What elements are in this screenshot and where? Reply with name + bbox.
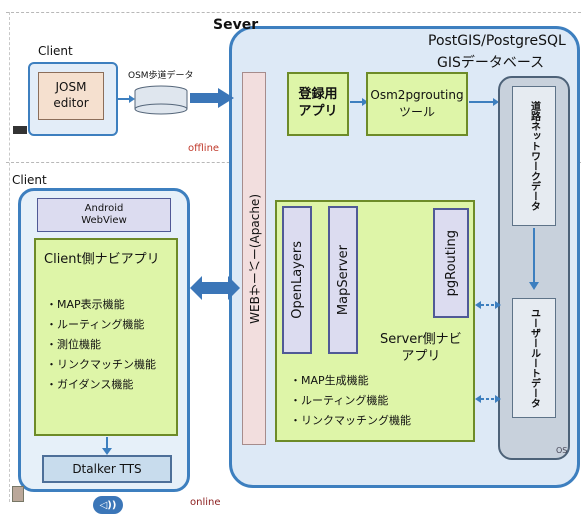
server-label: Sever xyxy=(213,17,259,33)
osm2pgrouting-label: Osm2pgrouting ツール xyxy=(370,88,464,119)
offline-label: offline xyxy=(188,143,220,154)
register-app-label: 登録用 アプリ xyxy=(298,87,338,119)
openlayers-box: OpenLayers xyxy=(282,206,312,354)
online-label: online xyxy=(190,497,221,508)
arrow-osm2-to-db xyxy=(469,98,499,106)
web-server-bar: WEBサーバー(Apache) xyxy=(242,72,266,445)
arrow-client-server xyxy=(190,276,240,300)
divider-left xyxy=(9,12,10,502)
arrow-pgrouting-db xyxy=(475,301,501,309)
terminal-icon-bottom xyxy=(12,486,24,502)
road-network-box: 道路ネットワークデータ xyxy=(512,86,556,226)
josm-editor-label: JOSM editor xyxy=(53,80,89,110)
server-nav-item: ・ルーティング機能 xyxy=(290,394,389,407)
openlayers-label: OpenLayers xyxy=(289,241,305,319)
client-nav-item: ・リンクマッチン機能 xyxy=(46,358,156,371)
client-nav-item: ・測位機能 xyxy=(46,338,101,351)
dtalker-tts-box: Dtalker TTS xyxy=(42,455,172,483)
server-nav-title: Server側ナビ アプリ xyxy=(380,332,462,364)
speaker-glyph: ◁)) xyxy=(99,499,117,511)
mapserver-box: MapServer xyxy=(328,206,358,354)
android-webview-label: Android WebView xyxy=(81,203,127,226)
client-label-top: Client xyxy=(38,44,73,58)
arrow-josm-to-osm xyxy=(117,95,135,103)
user-route-box: ユーザールートデータ xyxy=(512,298,556,418)
arrow-osm-to-server xyxy=(190,88,234,108)
android-webview-box: Android WebView xyxy=(37,198,171,232)
client-nav-item: ・MAP表示機能 xyxy=(46,298,125,311)
osm-data-label: OSM歩道データ xyxy=(128,71,194,81)
client-nav-app xyxy=(34,238,178,436)
client-nav-title: Client側ナビアプリ xyxy=(44,252,160,267)
client-nav-item: ・ルーティング機能 xyxy=(46,318,145,331)
gis-db-title: GISデータベース xyxy=(437,55,545,71)
user-route-label: ユーザールートデータ xyxy=(528,308,540,408)
osm2pgrouting-box: Osm2pgrouting ツール xyxy=(366,72,468,136)
client-nav-list: ・MAP表示機能 ・ルーティング機能 ・測位機能 ・リンクマッチン機能 ・ガイダ… xyxy=(46,296,156,396)
server-nav-list: ・MAP生成機能 ・ルーティング機能 ・リンクマッチング機能 xyxy=(290,372,411,432)
josm-editor-box: JOSM editor xyxy=(38,72,104,120)
terminal-icon-top xyxy=(13,126,27,134)
dtalker-tts-label: Dtalker TTS xyxy=(72,462,142,476)
divider-top xyxy=(6,12,581,13)
client-label-bottom: Client xyxy=(12,173,47,187)
arrow-nav-to-tts xyxy=(102,437,112,455)
arrow-server-nav-db xyxy=(475,395,501,403)
road-network-label: 道路ネットワークデータ xyxy=(528,101,540,211)
server-nav-item: ・リンクマッチング機能 xyxy=(290,414,411,427)
server-nav-item: ・MAP生成機能 xyxy=(290,374,369,387)
pgrouting-label: pgRouting xyxy=(443,229,459,297)
pgrouting-box: pgRouting xyxy=(433,208,469,318)
register-app-box: 登録用 アプリ xyxy=(287,72,349,136)
mapserver-label: MapServer xyxy=(335,244,351,316)
arrow-register-to-osm2 xyxy=(350,98,368,106)
osm-data-cylinder xyxy=(134,85,188,115)
client-nav-item: ・ガイダンス機能 xyxy=(46,378,134,391)
web-server-label: WEBサーバー(Apache) xyxy=(247,193,262,324)
arrow-road-to-user xyxy=(529,228,539,290)
os-badge: OS xyxy=(556,446,568,455)
postgis-title: PostGIS/PostgreSQL xyxy=(428,33,566,49)
speaker-icon: ◁)) xyxy=(93,496,123,514)
